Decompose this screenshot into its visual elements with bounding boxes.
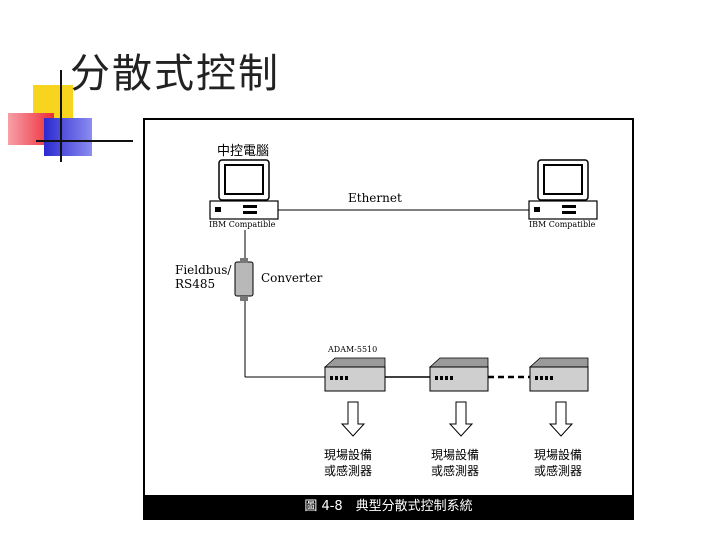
converter-label: Converter — [261, 271, 323, 285]
down-arrow-icon — [340, 401, 366, 437]
ethernet-label: Ethernet — [348, 191, 402, 205]
pc-right-caption: IBM Compatible — [529, 220, 596, 229]
diagram-figure: 中控電腦 IBM Compatible IBM Compatible Ether… — [143, 118, 634, 520]
deco-blue-square — [44, 118, 92, 156]
field-device-label-3: 現場設備 或感測器 — [534, 447, 582, 479]
pc-right-icon — [528, 159, 598, 220]
field-device-1-line2: 或感測器 — [324, 464, 373, 478]
fieldbus-label-line2: RS485 — [175, 277, 216, 291]
field-device-2-line1: 現場設備 — [431, 448, 480, 462]
deco-horizontal-line — [36, 140, 133, 142]
converter-icon — [234, 258, 254, 301]
field-device-2-line2: 或感測器 — [431, 464, 480, 478]
module-model-label: ADAM-5510 — [328, 345, 378, 354]
adam-module-3 — [528, 357, 589, 392]
field-device-3-line1: 現場設備 — [534, 448, 583, 462]
down-arrow-icon — [548, 401, 574, 437]
adam-module-1 — [323, 357, 386, 392]
fieldbus-label-line1: Fieldbus/ — [175, 263, 232, 277]
field-device-3-line2: 或感測器 — [534, 464, 583, 478]
distributed-control-diagram — [209, 159, 598, 437]
pc-left-caption: IBM Compatible — [209, 220, 276, 229]
figure-caption: 圖 4-8 典型分散式控制系統 — [145, 495, 632, 518]
field-device-label-2: 現場設備 或感測器 — [431, 447, 479, 479]
slide-title: 分散式控制 — [70, 51, 280, 97]
field-device-1-line1: 現場設備 — [324, 448, 373, 462]
pc-left-icon — [209, 159, 279, 220]
pc-left-label: 中控電腦 — [217, 144, 270, 159]
down-arrow-icon — [448, 401, 474, 437]
field-device-label-1: 現場設備 或感測器 — [324, 447, 372, 479]
adam-module-2 — [428, 357, 489, 392]
deco-vertical-line — [60, 70, 62, 162]
fieldbus-label: Fieldbus/ RS485 — [175, 263, 231, 291]
